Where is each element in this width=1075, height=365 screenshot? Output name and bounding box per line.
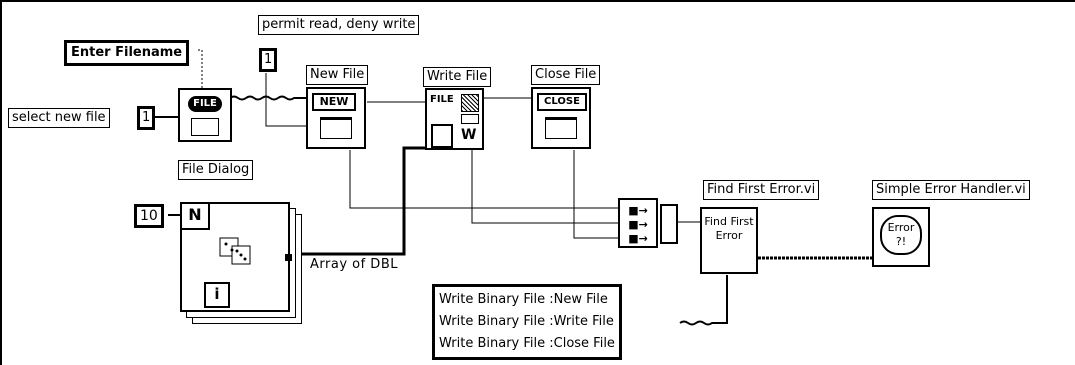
file-dialog-node[interactable]: FILE [178,88,232,142]
diagram-frame-top [0,0,1075,2]
loop-n-terminal: N [180,202,210,230]
wire-error-new [349,150,618,209]
select-new-file-label: select new file [8,108,110,128]
wire-permit-to-newfile [265,73,306,127]
arrow-stack-icon: ■→■→■→ [628,204,648,245]
find-first-error-node[interactable]: Find First Error [700,207,758,274]
close-file-label: Close File [531,65,601,85]
select-new-file-value[interactable]: 1 [137,106,156,130]
write-file-node[interactable]: FILE W [425,88,484,150]
loop-output-tunnel [285,254,292,261]
new-file-label: New File [306,65,369,85]
wire-array-to-write [292,146,428,256]
new-icon: NEW [312,93,356,111]
write-icon: FILE [430,94,454,105]
close-file-node[interactable]: CLOSE [531,87,591,149]
for-loop-structure[interactable]: N i [180,202,292,312]
new-file-node[interactable]: NEW [306,87,366,149]
simple-error-handler-node[interactable]: Error ?! [872,207,930,267]
loop-i-terminal: i [204,282,230,308]
find-first-error-label: Find First Error.vi [703,180,820,200]
error-strings-array[interactable]: Write Binary File :New File Write Binary… [432,284,622,360]
close-folder-icon [545,117,577,139]
wire-filename-to-dialog [198,49,203,92]
wire-error-write [471,150,618,224]
dice-icon [216,232,258,270]
loop-count-constant[interactable]: 10 [134,204,164,228]
new-folder-icon [320,117,352,139]
diagram-frame-left [0,0,2,365]
build-array-node[interactable]: ■→■→■→ [618,198,658,248]
error-string-item: Write Binary File :Close File [439,336,615,351]
dbl-icon: W [461,127,477,143]
disk-pattern-icon [461,94,479,112]
array-indicator [660,204,678,244]
array-of-dbl-label: Array of DBL [310,256,398,274]
permit-value[interactable]: 1 [259,48,278,72]
wire-error-close [573,150,618,239]
floppy-icon [431,124,453,148]
close-icon: CLOSE [537,93,587,111]
wire-dialog-to-newfile [229,95,306,101]
folder-icon [191,118,219,136]
wire-strings-to-ffe [679,275,728,326]
enter-filename-constant[interactable]: Enter Filename [64,40,190,66]
permit-label: permit read, deny write [258,15,420,35]
write-file-label: Write File [423,67,492,87]
file-dialog-icon: FILE [188,96,222,112]
simple-error-handler-label: Simple Error Handler.vi [872,180,1030,200]
error-string-item: Write Binary File :Write File [439,314,614,329]
error-string-item: Write Binary File :New File [439,292,608,307]
drive-icon [461,114,479,124]
error-icon: Error ?! [880,215,922,255]
file-dialog-label: File Dialog [178,160,254,180]
